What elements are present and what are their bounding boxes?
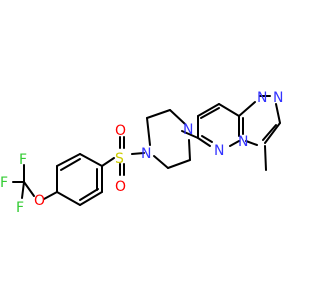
atom-n-pyridazine: N [214, 143, 224, 159]
bond-pyridazine-2 [218, 103, 240, 117]
bond-pyridazine-4b [201, 135, 213, 143]
molecule-canvas: N N N N N N S O O O F F F [0, 0, 300, 300]
bond-benzene-o [43, 191, 58, 200]
bond-c-f-bottom [21, 181, 25, 199]
atom-n-triazole-top-left: N [257, 90, 267, 106]
bond-piperazine-4 [153, 155, 169, 169]
bond-triazole-5 [245, 140, 258, 146]
bond-pyridazine-4 [197, 137, 211, 147]
bond-piperazine-2 [146, 109, 171, 119]
bond-benzene-1 [79, 153, 103, 167]
bond-pyridazine-1b [200, 107, 220, 119]
bond-benzene-4 [56, 191, 81, 206]
atom-sulfur: S [115, 151, 124, 167]
bond-piperazine-5 [167, 159, 191, 169]
bond-pyridazine-5 [229, 140, 240, 147]
bond-link-ring [181, 130, 199, 139]
bonds [12, 95, 281, 206]
bond-benzene-2 [56, 153, 81, 167]
atom-o-ether: O [34, 193, 45, 209]
atom-f-left: F [0, 175, 8, 191]
atom-f-top: F [19, 152, 27, 168]
atom-n-piperazine-left: N [141, 146, 151, 162]
bond-piperazine-3 [146, 117, 151, 146]
bond-s-benzene [101, 157, 115, 167]
bond-benzene-2b [60, 158, 81, 171]
bond-benzene-5b [79, 188, 99, 201]
bond-triazole-1 [238, 101, 256, 117]
molecule-structure: N N N N N N S O O O F F F [0, 0, 300, 300]
bond-triazole-4b [262, 124, 277, 141]
atom-o-sulfonyl-top: O [115, 123, 126, 139]
bond-benzene-5 [79, 191, 103, 206]
bond-piperazine-1 [169, 109, 186, 125]
bond-piperazine-6 [188, 139, 191, 161]
bond-triazole-4 [264, 122, 281, 144]
atom-n-triazole-top-right: N [273, 90, 283, 106]
atom-n-triazole-bridge: N [238, 134, 248, 150]
bond-o-cf3 [23, 181, 35, 197]
bond-methyl [264, 145, 267, 171]
atom-labels: N N N N N N S O O O F F F [0, 90, 283, 216]
bond-pyridazine-1 [197, 103, 220, 117]
bond-n-s [131, 152, 145, 155]
atom-f-bottom: F [16, 200, 24, 216]
atom-n-piperazine-right: N [183, 122, 193, 138]
background [0, 0, 300, 300]
atom-o-sulfonyl-bottom: O [115, 179, 126, 195]
bond-triazole-3 [275, 103, 281, 124]
